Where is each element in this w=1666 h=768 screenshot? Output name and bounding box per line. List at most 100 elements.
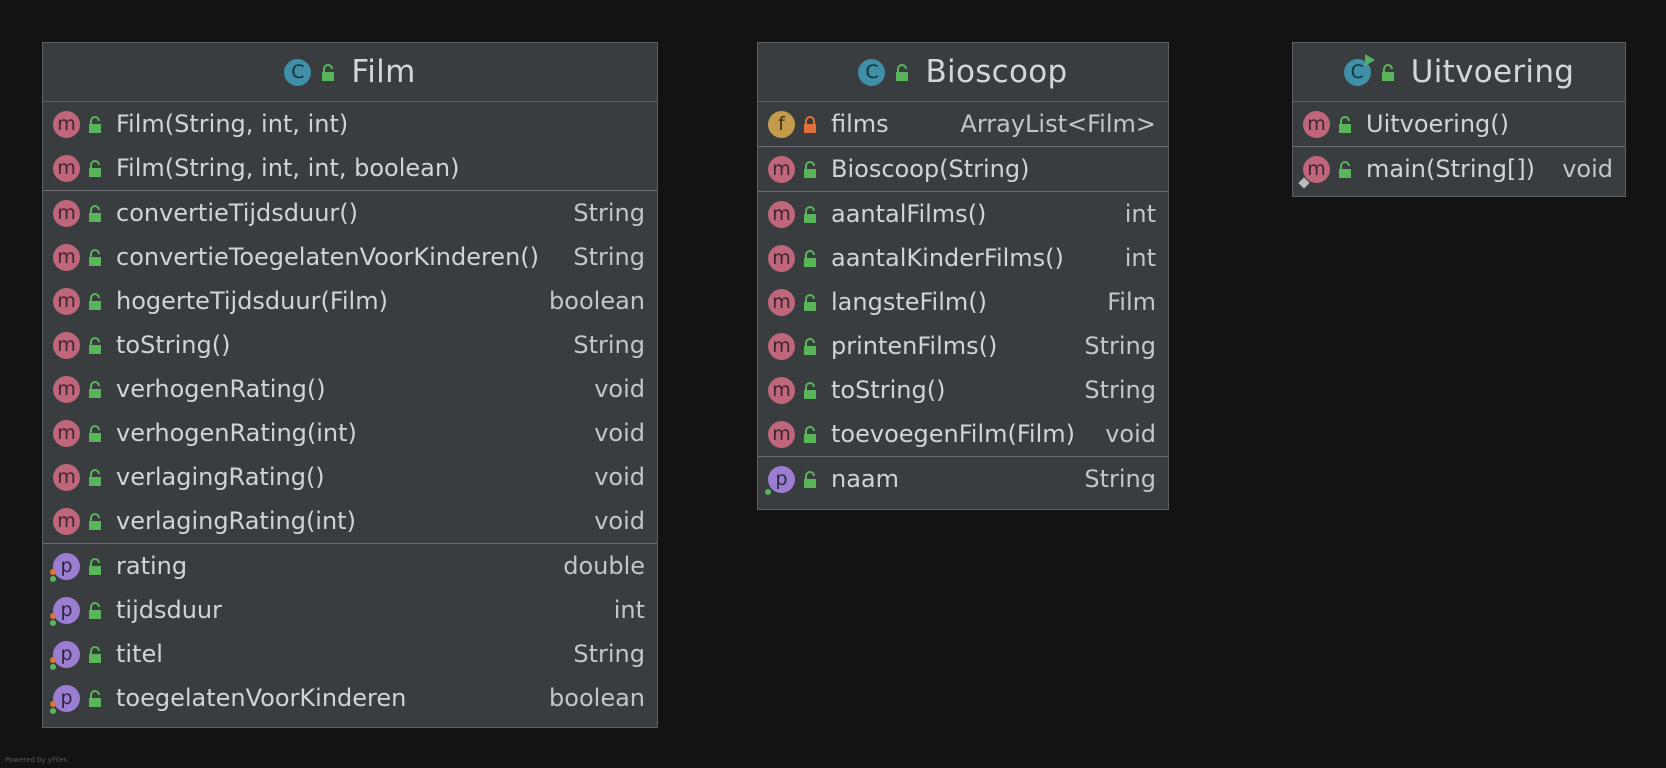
- member-type: String: [573, 331, 645, 359]
- method-icon: m: [53, 199, 80, 227]
- property-icon: p: [765, 465, 795, 496]
- public-lock-icon: [322, 63, 335, 81]
- field-row[interactable]: f films ArrayList<Film>: [758, 102, 1168, 146]
- method-row[interactable]: m verhogenRating() void: [43, 367, 657, 411]
- method-icon: m: [768, 288, 795, 316]
- public-lock-icon: [804, 160, 816, 178]
- method-icon: m: [53, 243, 80, 271]
- member-type: String: [573, 199, 645, 227]
- method-icon: m: [768, 332, 795, 360]
- class-icon: C: [1343, 53, 1375, 86]
- method-row[interactable]: m langsteFilm() Film: [758, 280, 1168, 324]
- method-icon: m: [53, 419, 80, 447]
- accessor-marker-icon: [50, 656, 56, 671]
- class-name: Uitvoering: [1410, 54, 1575, 90]
- member-type: Film: [1107, 288, 1156, 316]
- section-fields: f films ArrayList<Film>: [758, 102, 1168, 146]
- public-lock-icon: [89, 159, 101, 177]
- member-type: int: [1124, 200, 1156, 228]
- member-type: int: [613, 596, 645, 624]
- watermark: Powered by yFiles: [5, 756, 68, 764]
- class-name: Bioscoop: [925, 54, 1068, 90]
- member-name: Bioscoop(String): [831, 155, 1030, 183]
- member-name: verlagingRating(int): [116, 507, 356, 535]
- member-type: boolean: [549, 287, 645, 315]
- property-icon: p: [50, 596, 80, 626]
- public-lock-icon: [89, 645, 101, 663]
- member-type: void: [594, 375, 645, 403]
- member-type: void: [594, 463, 645, 491]
- member-type: String: [1084, 332, 1156, 360]
- method-icon: m: [53, 110, 80, 138]
- member-type: void: [1105, 420, 1156, 448]
- method-icon: m: [1303, 110, 1330, 138]
- constructor-row[interactable]: m Uitvoering(): [1293, 102, 1625, 146]
- method-row[interactable]: m verhogenRating(int) void: [43, 411, 657, 455]
- member-type: void: [1562, 155, 1613, 183]
- member-type: int: [1124, 244, 1156, 272]
- member-type: boolean: [549, 684, 645, 712]
- member-name: rating: [116, 552, 188, 580]
- member-name: Film(String, int, int, boolean): [116, 154, 460, 182]
- member-name: aantalKinderFilms(): [831, 244, 1064, 272]
- method-icon: m: [53, 287, 80, 315]
- property-row[interactable]: p toegelatenVoorKinderen boolean: [43, 676, 657, 720]
- public-lock-icon: [89, 601, 101, 619]
- public-lock-icon: [896, 63, 909, 81]
- field-icon: f: [768, 110, 795, 138]
- member-name: films: [831, 110, 889, 138]
- public-lock-icon: [804, 205, 816, 223]
- member-name: toegelatenVoorKinderen: [116, 684, 407, 712]
- member-type: double: [563, 552, 645, 580]
- member-type: String: [573, 243, 645, 271]
- run-marker-icon: [1364, 53, 1375, 66]
- member-type: ArrayList<Film>: [960, 110, 1156, 138]
- method-icon: m: [53, 375, 80, 403]
- public-lock-icon: [1339, 160, 1351, 178]
- property-icon: p: [50, 684, 80, 714]
- public-lock-icon: [804, 470, 816, 488]
- public-lock-icon: [89, 557, 101, 575]
- public-lock-icon: [804, 249, 816, 267]
- private-lock-icon: [804, 115, 816, 133]
- member-type: void: [594, 419, 645, 447]
- member-name: verhogenRating(int): [116, 419, 357, 447]
- method-icon: m: [53, 331, 80, 359]
- public-lock-icon: [89, 248, 101, 266]
- public-lock-icon: [89, 689, 101, 707]
- member-name: Uitvoering(): [1366, 110, 1510, 138]
- member-name: titel: [116, 640, 163, 668]
- member-name: verhogenRating(): [116, 375, 326, 403]
- class-header[interactable]: C Uitvoering: [1293, 43, 1625, 102]
- accessor-marker-icon: [765, 482, 771, 496]
- static-marker-icon: [1298, 176, 1310, 189]
- member-name: langsteFilm(): [831, 288, 987, 316]
